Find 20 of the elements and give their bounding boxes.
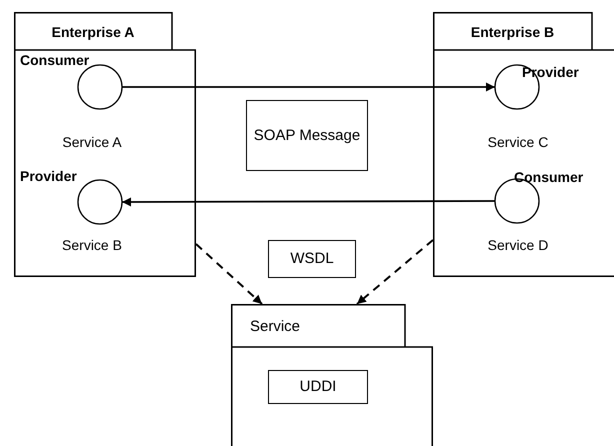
service-label: Service A <box>62 134 122 150</box>
arrow <box>356 239 434 305</box>
arrow <box>122 82 495 92</box>
package-title: Enterprise A <box>50 24 136 40</box>
label-box <box>246 100 368 171</box>
service-label: Service B <box>62 237 122 253</box>
service-label: Service D <box>488 237 548 253</box>
label-box <box>268 240 356 278</box>
box-text: WSDL <box>290 250 334 268</box>
box-text: SOAP Message <box>254 126 360 144</box>
arrow <box>195 243 263 305</box>
arrow <box>122 197 495 206</box>
box-text: UDDI <box>300 378 336 396</box>
package-title: Enterprise B <box>470 24 556 40</box>
package-title: Service <box>250 318 300 334</box>
label-box <box>268 370 368 404</box>
role-label: Provider <box>20 168 77 184</box>
service-label: Service C <box>488 134 548 150</box>
role-label: Consumer <box>514 169 584 185</box>
role-label: Consumer <box>20 52 90 68</box>
